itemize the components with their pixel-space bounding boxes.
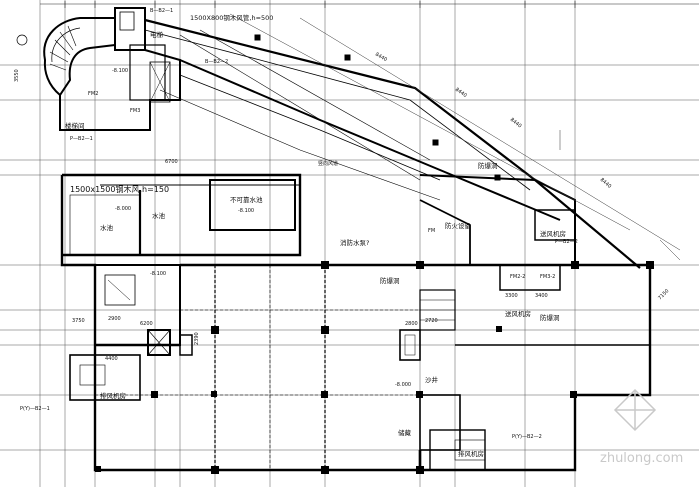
stair-label: 楼梯间 xyxy=(65,121,85,130)
fm3-label: FM3 xyxy=(130,108,140,114)
fm2-label: FM2 xyxy=(88,91,98,97)
dim-3300: 3300 xyxy=(505,293,518,299)
dim-7150: 7150 xyxy=(657,288,670,301)
pipe-ref-p2: P—B2—2 xyxy=(555,239,578,245)
sloped-duct xyxy=(144,18,641,269)
dim-8440-a: 8440 xyxy=(374,52,388,64)
top-pipe-label: 1500X800钢木风管,h=500 xyxy=(190,13,273,22)
dim-6200: 6200 xyxy=(140,321,153,327)
top-dimension-line xyxy=(40,1,699,8)
pool-walls xyxy=(69,179,300,256)
dim-2800: 2800 xyxy=(405,321,418,327)
sand-label: 沙井 xyxy=(425,375,439,384)
dim-6700: 6700 xyxy=(165,159,178,165)
dim-8440-b: 8440 xyxy=(454,87,468,99)
pipe-ref-py2: P(Y)—B2—2 xyxy=(512,434,542,440)
fire-pool-label: 不可靠水池 xyxy=(230,195,263,204)
watermark-logo xyxy=(613,388,657,432)
fire-pump-label: 消防水泵? xyxy=(340,238,369,247)
smoke-room-3: 防爆洞 xyxy=(478,161,498,170)
pipe-ref-b2: B—B2—2 xyxy=(205,59,228,65)
columns xyxy=(95,261,654,474)
fan-room-4: 送风机房 xyxy=(505,309,531,318)
pipe-ref-py1: P(Y)—B2—1 xyxy=(20,406,50,412)
smoke-room-1: 防爆洞 xyxy=(380,276,400,285)
dim-2900: 2900 xyxy=(108,316,121,322)
level-4: -8.000 xyxy=(395,382,411,388)
level-5: -8.100 xyxy=(238,208,254,214)
dim-8440-c: 8440 xyxy=(509,117,523,130)
level-2: -8.000 xyxy=(115,206,131,212)
dim-3750: 3750 xyxy=(72,318,85,324)
fm2-2-label: FM2-2 xyxy=(510,274,525,280)
pool-duct-label: 1500x1500钢木风,h=150 xyxy=(70,184,169,194)
right-wing xyxy=(399,174,576,361)
room-note: 竖向风道 xyxy=(318,160,338,167)
pipe-ref-b1: B—B2—1 xyxy=(150,8,173,14)
fire-equipment-label: 防火设备 xyxy=(445,221,472,230)
fan-room-3: 排风机房 xyxy=(458,449,484,458)
smoke-room-2: 防爆洞 xyxy=(540,313,560,322)
water-tank-left: 水池 xyxy=(100,223,114,232)
fan-room-2: 送风机房 xyxy=(540,229,566,238)
shaft-label: 电梯 xyxy=(150,30,164,39)
dim-4400: 4400 xyxy=(105,356,118,362)
lower-interior xyxy=(69,264,650,471)
water-tank-mid: 水池 xyxy=(152,211,166,220)
spiral-stair xyxy=(16,17,116,97)
storage-label: 储藏 xyxy=(398,428,412,437)
pipe-ref-p1: P—B2—1 xyxy=(70,136,93,142)
dim-2390: 2390 xyxy=(194,332,200,345)
dim-8440-d: 8440 xyxy=(599,177,613,190)
fan-room-1: 排风机房 xyxy=(100,391,126,400)
dim-3400: 3400 xyxy=(535,293,548,299)
dim-3550: 3550 xyxy=(14,69,20,82)
fm-label: FM xyxy=(428,228,435,234)
level-3: -8.100 xyxy=(150,271,166,277)
fm3-2-label: FM3-2 xyxy=(540,274,555,280)
watermark-text: zhulong.com xyxy=(600,451,683,466)
dim-2720: 2720 xyxy=(425,318,438,324)
slope-dimensions xyxy=(229,13,681,261)
level-1: -8.100 xyxy=(112,68,128,74)
